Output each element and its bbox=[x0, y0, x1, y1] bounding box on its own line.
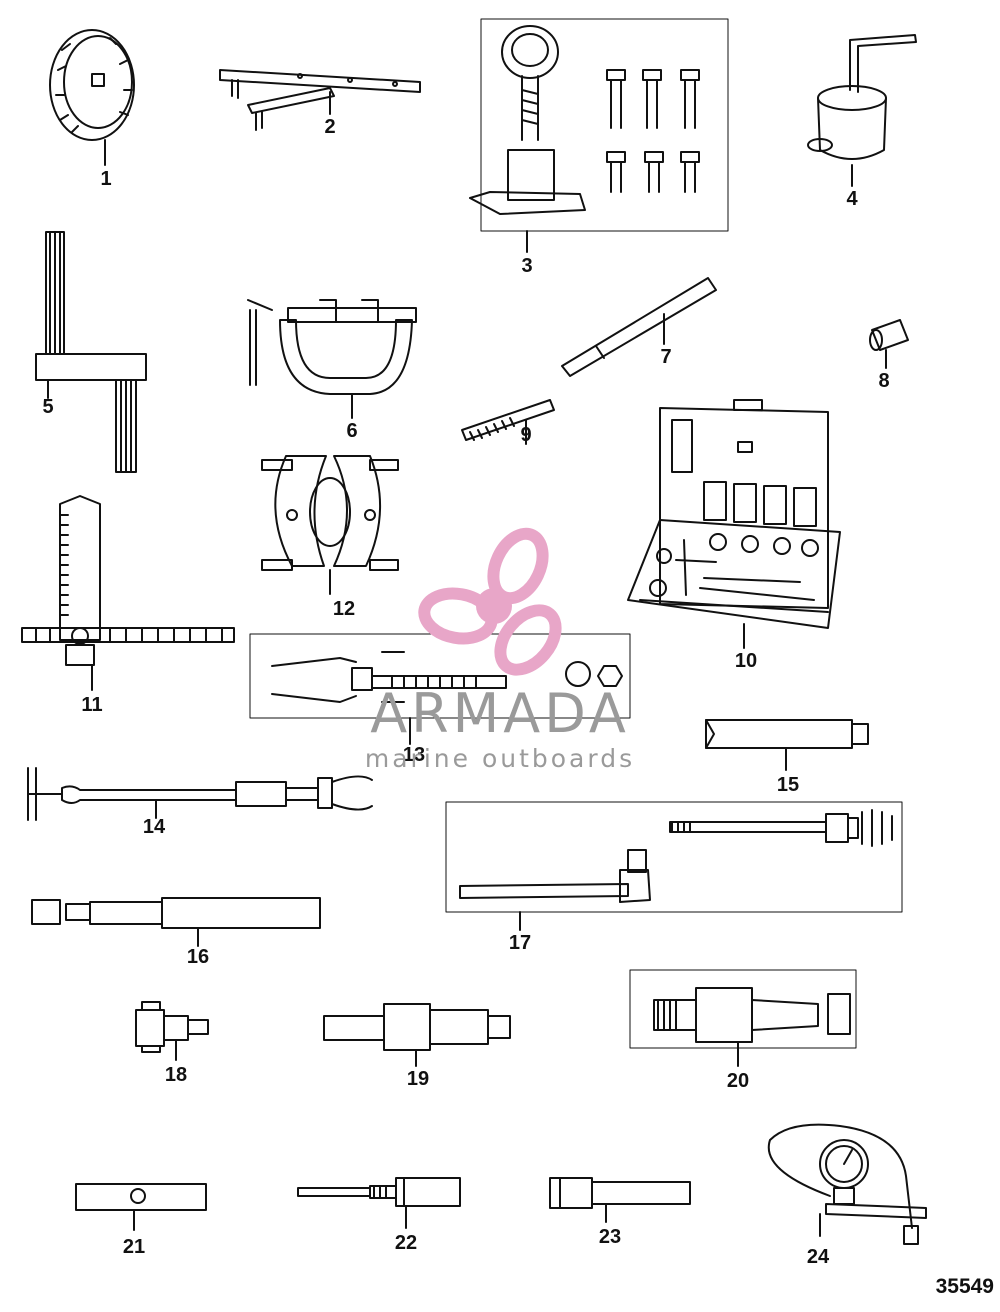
tool-11-height-gauge bbox=[21, 495, 235, 691]
callout-4: 4 bbox=[846, 188, 858, 210]
callout-7: 7 bbox=[660, 346, 672, 368]
tool-15-socket-tube bbox=[705, 719, 869, 771]
callout-23: 23 bbox=[598, 1226, 622, 1248]
callout-20: 20 bbox=[726, 1070, 750, 1092]
tool-9-threaded-pin bbox=[461, 399, 555, 445]
callout-6: 6 bbox=[346, 420, 358, 442]
watermark-propeller bbox=[418, 527, 562, 676]
callout-5: 5 bbox=[42, 396, 54, 418]
callout-15: 15 bbox=[776, 774, 800, 796]
tool-22-threaded-puller bbox=[297, 1177, 461, 1229]
tool-7-driver-rod bbox=[561, 277, 717, 377]
callout-2: 2 bbox=[324, 116, 336, 138]
tool-14-slide-hammer bbox=[27, 767, 373, 821]
callout-21: 21 bbox=[122, 1236, 146, 1258]
tool-24-pressure-gauge bbox=[767, 1123, 927, 1245]
tool-1-filter-wrench bbox=[49, 29, 135, 166]
callout-14: 14 bbox=[142, 816, 166, 838]
tool-21-plate bbox=[75, 1183, 207, 1231]
tool-5-spline-tool bbox=[35, 231, 147, 473]
reference-number: 35549 bbox=[935, 1275, 994, 1298]
tool-12-bearing-separator bbox=[261, 455, 399, 595]
callout-19: 19 bbox=[406, 1068, 430, 1090]
callout-12: 12 bbox=[332, 598, 356, 620]
tool-23-hex-driver bbox=[549, 1177, 691, 1223]
callout-18: 18 bbox=[164, 1064, 188, 1086]
callout-13: 13 bbox=[402, 744, 426, 766]
tool-16-bearing-driver bbox=[31, 897, 321, 947]
tool-20-installer bbox=[629, 969, 857, 1067]
tool-8-sleeve bbox=[869, 319, 909, 369]
tool-4-cup-tool bbox=[807, 34, 917, 187]
tool-19-stepped-shaft bbox=[323, 1003, 511, 1067]
tool-17-driver-set bbox=[445, 801, 903, 931]
tool-2-holder-bar bbox=[219, 69, 421, 131]
callout-22: 22 bbox=[394, 1232, 418, 1254]
callout-24: 24 bbox=[806, 1246, 830, 1268]
callout-17: 17 bbox=[508, 932, 532, 954]
callout-10: 10 bbox=[734, 650, 758, 672]
tool-3-lifting-kit bbox=[469, 18, 729, 253]
callout-3: 3 bbox=[521, 255, 533, 277]
callout-1: 1 bbox=[100, 168, 112, 190]
tool-18-adapter bbox=[135, 1001, 209, 1061]
tool-6-c-clamp bbox=[247, 299, 417, 419]
callout-8: 8 bbox=[878, 370, 890, 392]
watermark-title: ARMADA bbox=[370, 682, 630, 745]
watermark-subtitle: marine outboards bbox=[364, 744, 636, 773]
callout-9: 9 bbox=[520, 424, 532, 446]
callout-11: 11 bbox=[81, 694, 103, 716]
tool-10-case-kit bbox=[627, 399, 841, 649]
callout-16: 16 bbox=[186, 946, 210, 968]
